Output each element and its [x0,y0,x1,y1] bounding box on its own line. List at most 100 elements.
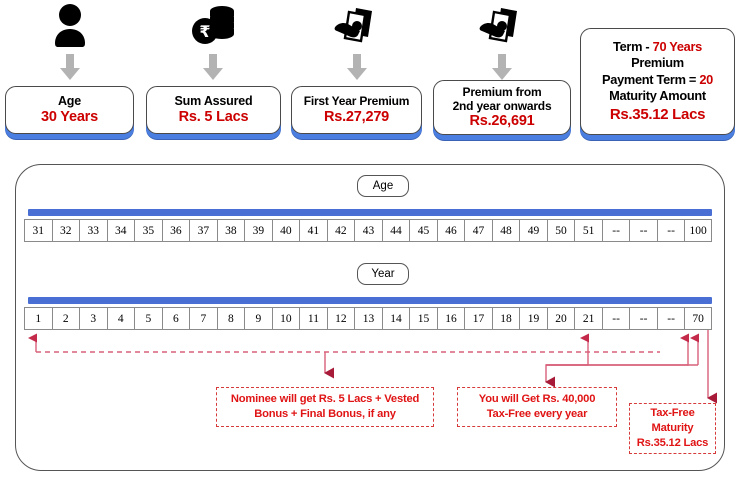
maturity-amount-value: Rs.35.12 Lacs [609,106,706,123]
card-renewal-premium-value: Rs.26,691 [469,113,535,130]
maturity-note: Tax-Free Maturity Rs.35.12 Lacs [629,403,716,454]
year-blue-bar [28,297,712,304]
person-icon [0,2,140,50]
card-first-year-premium-label: First Year Premium [303,94,410,109]
age-cell[interactable]: 45 [409,219,437,242]
card-sum-assured-label: Sum Assured [174,94,253,109]
age-cell[interactable]: 48 [491,219,520,242]
card-age-value: 30 Years [40,108,98,125]
year-cell[interactable]: 7 [189,307,217,330]
hand-cash-icon [432,2,572,50]
age-cell[interactable]: 33 [79,219,107,242]
year-cell[interactable]: 11 [299,307,327,330]
age-cell[interactable]: 34 [106,219,135,242]
payment-term-label: Payment Term = [602,71,700,87]
payment-term-value: 20 [699,71,713,87]
year-cell[interactable]: 8 [216,307,245,330]
year-cell[interactable]: 20 [546,307,575,330]
year-cell[interactable]: -- [629,307,657,330]
payment-term-line: Payment Term = 20 [602,72,713,89]
survival-benefit-note: You will Get Rs. 40,000 Tax-Free every y… [457,387,617,427]
hand-cash-icon [292,2,422,50]
year-pill-text: Year [371,268,395,280]
card-age: Age 30 Years [5,86,134,134]
year-pill-label: Year [357,263,409,285]
maturity-amount-label: Maturity Amount [609,88,706,104]
death-benefit-line1: Nominee will get Rs. 5 Lacs + Vested [230,393,420,406]
year-cell[interactable]: 9 [244,307,272,330]
year-cell[interactable]: -- [601,307,630,330]
age-cell[interactable]: 31 [24,219,52,242]
maturity-note-line2: Maturity [651,422,694,435]
age-cell[interactable]: 50 [546,219,575,242]
age-cell[interactable]: 46 [436,219,465,242]
rupee-coins-icon: ₹ [145,2,280,50]
card-sum-assured-value: Rs. 5 Lacs [178,108,249,125]
down-arrow-icon [432,54,572,80]
year-cell[interactable]: 5 [134,307,162,330]
down-arrow-icon [0,54,140,80]
year-cell[interactable]: 70 [684,307,712,330]
age-cell[interactable]: -- [656,219,685,242]
year-cell[interactable]: 13 [354,307,382,330]
year-cell[interactable]: 2 [51,307,80,330]
maturity-note-line3: Rs.35.12 Lacs [636,436,709,449]
card-renewal-premium: Premium from 2nd year onwards Rs.26,691 [433,80,571,135]
age-cell[interactable]: 100 [684,219,712,242]
age-cell[interactable]: -- [629,219,657,242]
age-cell[interactable]: 49 [519,219,547,242]
year-cell[interactable]: 19 [519,307,547,330]
age-cell[interactable]: 47 [464,219,492,242]
age-cell[interactable]: 41 [299,219,327,242]
down-arrow-icon [292,54,422,80]
year-cell[interactable]: 14 [381,307,410,330]
survival-benefit-line2: Tax-Free every year [486,408,588,420]
age-cell[interactable]: 37 [189,219,217,242]
year-cell[interactable]: 18 [491,307,520,330]
year-cell[interactable]: 3 [79,307,107,330]
svg-text:₹: ₹ [199,22,210,41]
year-cell[interactable]: 15 [409,307,437,330]
year-cell[interactable]: -- [656,307,685,330]
year-cell[interactable]: 21 [574,307,602,330]
card-first-year-premium: First Year Premium Rs.27,279 [291,86,422,134]
term-value: 70 Years [652,38,703,54]
year-cell[interactable]: 16 [436,307,465,330]
year-cell[interactable]: 17 [464,307,492,330]
age-blue-bar [28,209,712,216]
death-benefit-line2: Bonus + Final Bonus, if any [254,408,396,420]
survival-benefit-line1: You will Get Rs. 40,000 [478,393,596,406]
card-term-summary: Term - 70 Years Premium Payment Term = 2… [580,28,735,135]
card-renewal-premium-label-line2: 2nd year onwards [452,98,552,113]
card-age-label: Age [57,94,81,109]
age-cell[interactable]: 32 [51,219,80,242]
card-first-year-premium-value: Rs.27,279 [323,108,390,125]
age-cell[interactable]: 38 [216,219,245,242]
age-cell[interactable]: 40 [271,219,300,242]
maturity-note-line1: Tax-Free [650,407,695,420]
year-cell[interactable]: 4 [106,307,135,330]
card-sum-assured: Sum Assured Rs. 5 Lacs [146,86,281,134]
premium-word: Premium [631,55,684,71]
age-cell[interactable]: 43 [354,219,382,242]
age-cell[interactable]: 44 [381,219,410,242]
age-cell[interactable]: 39 [244,219,272,242]
age-cell[interactable]: 42 [326,219,355,242]
year-cell[interactable]: 10 [271,307,300,330]
age-pill-text: Age [372,180,394,192]
term-label: Term - [613,38,653,54]
age-cell[interactable]: -- [601,219,630,242]
term-line: Term - 70 Years [613,39,702,56]
year-cell[interactable]: 12 [326,307,355,330]
age-cell[interactable]: 36 [161,219,190,242]
age-cell[interactable]: 35 [134,219,162,242]
age-pill-label: Age [357,175,409,197]
age-cell[interactable]: 51 [574,219,602,242]
death-benefit-note: Nominee will get Rs. 5 Lacs + Vested Bon… [216,387,434,427]
down-arrow-icon [145,54,280,80]
year-cell[interactable]: 1 [24,307,52,330]
year-cell[interactable]: 6 [161,307,190,330]
